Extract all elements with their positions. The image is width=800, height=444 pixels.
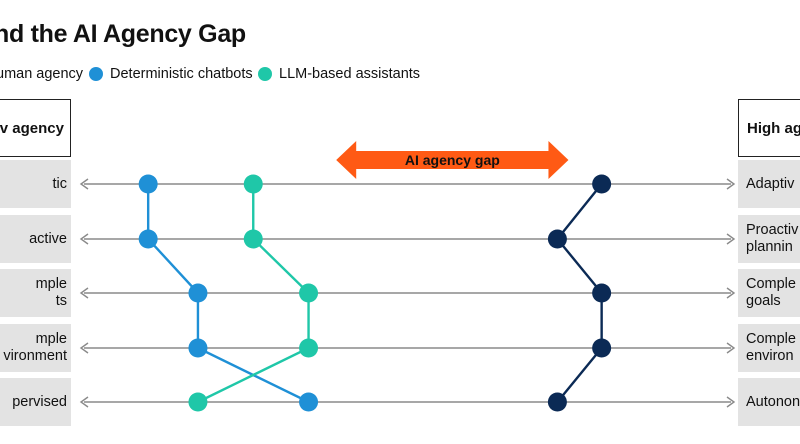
chart-title: nd the AI Agency Gap (0, 20, 246, 48)
high-label-3: Comple environ (738, 324, 800, 372)
point-llm-3 (299, 338, 319, 358)
point-deterministic-3 (188, 338, 208, 358)
axis-arrow-right-1 (726, 233, 736, 245)
point-human-1 (547, 229, 567, 249)
axis-arrow-left-4 (79, 396, 89, 408)
gap-label: AI agency gap (405, 152, 500, 168)
point-llm-4 (188, 392, 208, 412)
axis-arrow-left-3 (79, 342, 89, 354)
low-label-4: pervised (0, 378, 71, 426)
low-label-3: mple vironment (0, 324, 71, 372)
point-llm-0 (243, 174, 263, 194)
axis-arrow-right-2 (726, 287, 736, 299)
point-llm-2 (299, 283, 319, 303)
legend-dot-deterministic (89, 67, 103, 81)
point-human-2 (592, 283, 612, 303)
legend-item-llm: LLM-based assistants (258, 66, 420, 82)
header-low-agency: v agency (0, 99, 71, 157)
legend-item-human: uman agency (0, 66, 83, 82)
legend-label-deterministic: Deterministic chatbots (110, 66, 253, 82)
header-high-agency: High ag (738, 99, 800, 157)
header-high-agency-label: High ag (747, 119, 800, 137)
point-deterministic-0 (138, 174, 158, 194)
legend-label-human: uman agency (0, 66, 84, 82)
axis-arrow-right-4 (726, 396, 736, 408)
axis-arrow-right-0 (726, 178, 736, 190)
axis-arrow-left-1 (79, 233, 89, 245)
point-deterministic-4 (299, 392, 319, 412)
header-low-agency-label: v agency (0, 119, 64, 137)
legend-item-deterministic: Deterministic chatbots (89, 66, 253, 82)
legend-dot-llm (258, 67, 272, 81)
high-label-2: Comple goals (738, 269, 800, 317)
axis-arrow-right-3 (726, 342, 736, 354)
point-human-3 (592, 338, 612, 358)
high-label-4: Autonon (738, 378, 800, 426)
gap-arrow (336, 141, 569, 179)
legend-label-llm: LLM-based assistants (279, 66, 421, 82)
low-label-1: active (0, 215, 71, 263)
point-human-0 (592, 174, 612, 194)
high-label-1: Proactiv plannin (738, 215, 800, 263)
low-label-2: mple ts (0, 269, 71, 317)
point-llm-1 (243, 229, 263, 249)
point-deterministic-1 (138, 229, 158, 249)
point-human-4 (547, 392, 567, 412)
low-label-0: tic (0, 160, 71, 208)
high-label-0: Adaptiv (738, 160, 800, 208)
axis-arrow-left-0 (79, 178, 89, 190)
axis-arrow-left-2 (79, 287, 89, 299)
point-deterministic-2 (188, 283, 208, 303)
